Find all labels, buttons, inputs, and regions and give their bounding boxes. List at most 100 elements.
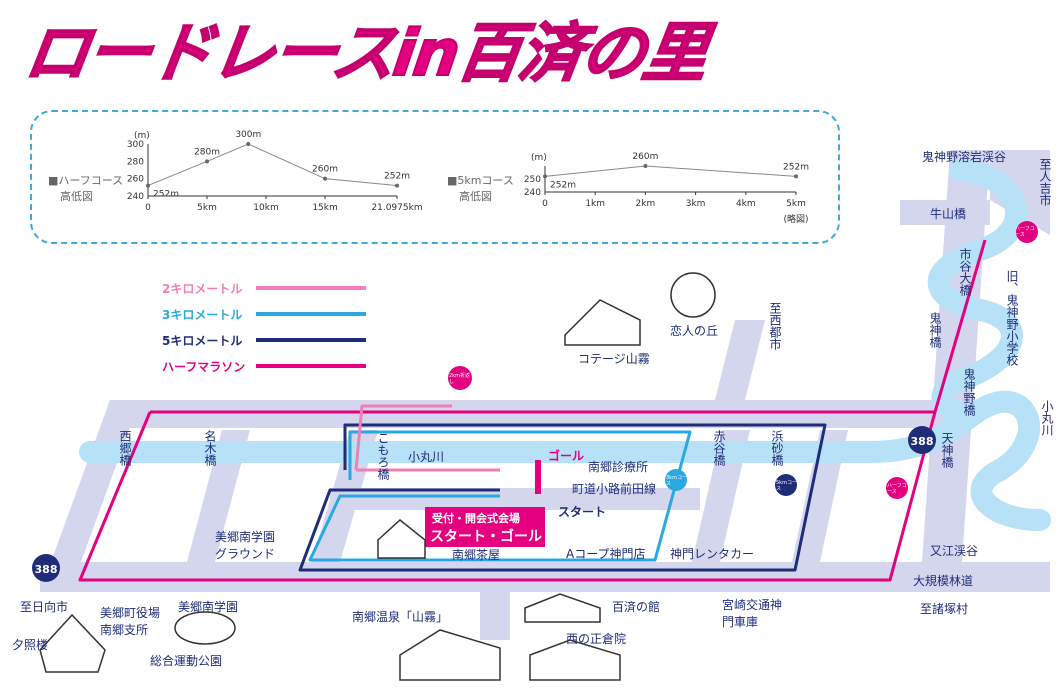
fivek-point-1 — [643, 164, 648, 168]
chaya-drawing — [377, 519, 426, 559]
road-center — [330, 488, 700, 510]
legend-item-2k: 2キロメートル — [162, 280, 366, 306]
fivek-x-tick-4: 4km — [736, 199, 756, 209]
label-koibito: 恋人の丘 — [670, 324, 719, 338]
fivek-x-tick-2: 2km — [636, 199, 656, 209]
legend-bar-5k — [256, 338, 366, 342]
fivek-y-tick-1: 240 — [524, 188, 541, 198]
label-omaru-east: 小丸川 — [1040, 400, 1054, 436]
half-point-1 — [205, 159, 210, 164]
half-x-tick-1: 5km — [197, 203, 217, 213]
fivek-label-2: 高低図 — [459, 189, 492, 203]
fivek-unit: (m) — [531, 153, 547, 163]
legend-bar-half — [256, 364, 366, 368]
cottage-drawing — [564, 299, 641, 346]
half-y-tick-2: 260 — [127, 175, 144, 185]
fivek-point-label-2: 252m — [783, 162, 809, 172]
legend: 2キロメートル 3キロメートル 5キロメートル ハーフマラソン — [162, 280, 366, 384]
label-matae: 又江渓谷 — [930, 544, 979, 558]
tag-5k: 5kmコース — [776, 480, 797, 492]
fivek-point-2 — [794, 174, 798, 179]
half-label-2: 高低図 — [60, 189, 93, 203]
tag-half-east: ハーフコース — [887, 483, 907, 495]
label-akai: 赤谷橋 — [712, 430, 726, 466]
tag-half-north: ハーフコース — [1015, 226, 1035, 238]
road-south-1 — [480, 592, 510, 640]
course-routes — [78, 239, 987, 582]
course-tags — [448, 221, 1038, 499]
fivek-x-tick-5: 5km — [786, 199, 806, 209]
label-hamasuna: 浜砂橋 — [770, 430, 784, 466]
start-goal-banner — [425, 507, 545, 547]
half-point-label-0: 252m — [153, 190, 179, 200]
label-yuteru: 夕照楼 — [12, 638, 49, 652]
fivek-x-tick-3: 3km — [686, 199, 706, 209]
route-shield-west: 388 — [32, 554, 60, 582]
label-cottage: コテージ山霧 — [578, 352, 650, 366]
park-drawing — [174, 611, 236, 645]
legend-label-5k: 5キロメートル — [162, 334, 243, 348]
label-shiba: 至諸塚村 — [920, 602, 969, 616]
half-point-label-1: 280m — [194, 147, 220, 157]
half-y-tick-1: 280 — [127, 157, 144, 167]
onsen-drawing — [399, 629, 501, 681]
legend-label-2k: 2キロメートル — [162, 282, 243, 296]
legend-label-3k: 3キロメートル — [162, 308, 243, 322]
legend-item-half: ハーフマラソン — [162, 358, 366, 384]
label-komoro: こもろ橋 — [376, 432, 390, 480]
fivek-point-label-0: 252m — [550, 180, 576, 190]
half-x-tick-0: 0 — [145, 203, 151, 213]
half-point-label-2: 300m — [235, 130, 261, 140]
legend-bar-3k — [256, 312, 366, 316]
half-point-label-3: 260m — [312, 165, 338, 175]
label-kyuu-school: 旧、鬼神野小学校 — [1005, 270, 1019, 366]
half-point-2 — [246, 142, 251, 146]
river-upper — [927, 159, 1028, 423]
legend-item-5k: 5キロメートル — [162, 332, 366, 358]
half-point-4 — [395, 183, 399, 188]
fivek-point-0 — [543, 174, 547, 179]
label-onsen: 南郷温泉「山霧」 — [352, 610, 449, 624]
label-reception: 受付・開会式会場 — [432, 512, 520, 525]
label-omaru-center: 小丸川 — [408, 450, 445, 464]
half-y-tick-3: 240 — [127, 192, 144, 202]
label-start: スタート — [558, 505, 607, 519]
label-start-goal: スタート・ゴール — [430, 529, 542, 545]
legend-bar-2k — [256, 286, 366, 290]
label-park: 総合運動公園 — [150, 654, 223, 668]
route-number-west: 388 — [35, 563, 58, 576]
kudara-drawing — [524, 593, 601, 623]
label-kudara: 百済の館 — [612, 600, 661, 614]
half-y-tick-0: 300 — [127, 140, 144, 150]
label-ichitani: 市谷大橋 — [958, 248, 972, 296]
fivek-note: (略図) — [783, 213, 808, 225]
label-ushiyama: 牛山橋 — [930, 207, 967, 221]
label-acoop: Aコープ神門店 — [566, 547, 646, 561]
half-point-0 — [146, 183, 150, 188]
label-okura: 大規模林道 — [913, 574, 974, 588]
fivek-label-1: ■5kmコース — [447, 174, 514, 187]
road-north-branch — [710, 320, 765, 420]
shosoin-drawing — [529, 639, 621, 681]
roads — [40, 150, 1050, 640]
label-machi: 町道小路前田線 — [572, 482, 657, 496]
route-5k — [298, 423, 827, 572]
label-nishimera: 至西都市 — [768, 302, 782, 350]
label-shosoin: 西の正倉院 — [566, 632, 627, 646]
fivek-point-label-1: 260m — [632, 152, 658, 162]
half-point-3 — [323, 176, 328, 181]
fivek-x-tick-0: 0 — [542, 199, 548, 209]
label-nango-clinic: 南郷診療所 — [588, 460, 649, 474]
label-office: 美郷町役場南郷支所 — [100, 606, 161, 637]
fivek-x-tick-1: 1km — [585, 199, 605, 209]
half-label-1: ■ハーフコース — [48, 174, 123, 187]
label-nishiharashi: 西郷橋 — [118, 430, 132, 466]
route-number-east: 388 — [911, 435, 934, 448]
route-3k — [308, 430, 692, 562]
label-kijinnobashi: 鬼神橋 — [928, 312, 942, 348]
koibito-drawing — [670, 272, 716, 318]
half-x-tick-4: 21.0975km — [371, 203, 422, 213]
half-point-label-4: 252m — [384, 172, 410, 182]
